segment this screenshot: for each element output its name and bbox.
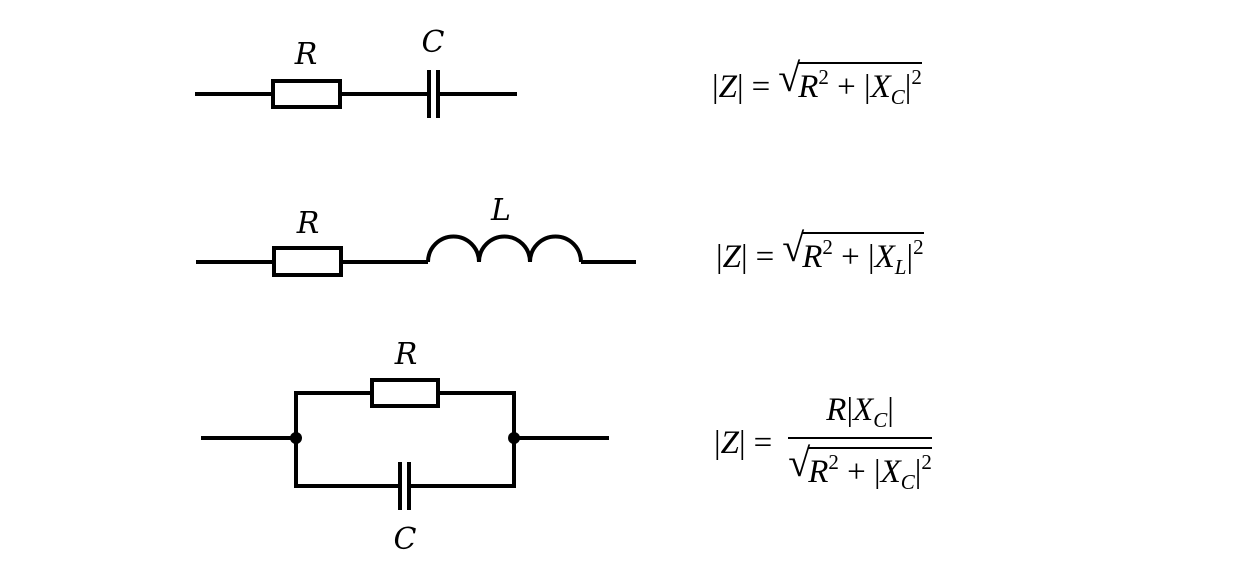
inductor-symbol	[426, 234, 583, 263]
fraction: R|XC|√R2 + |XC|2	[788, 394, 932, 493]
resistor-symbol	[370, 378, 440, 408]
impedance-formula-rc-series: |XZ|=√R2 + |XC|2	[712, 55, 922, 109]
equals-sign: =	[755, 239, 775, 275]
impedance-magnitude: |Z|	[714, 425, 746, 461]
square-root: √R2 + |XC|2	[778, 55, 922, 109]
capacitor-label: C	[422, 25, 445, 60]
inductor-label: L	[490, 193, 511, 228]
numerator: R|XC|	[788, 394, 932, 439]
impedance-formula-rl-series: |Z|=√R2 + |XL|2	[716, 225, 924, 279]
capacitor-label: C	[394, 522, 417, 557]
denominator: √R2 + |XC|2	[788, 439, 932, 493]
resistor-label: R	[394, 337, 418, 372]
equals-sign: =	[753, 425, 773, 461]
resistor-label: R	[296, 206, 320, 241]
junction-node	[290, 432, 302, 444]
rc-series-circuit	[195, 70, 517, 118]
resistor-symbol	[271, 79, 342, 109]
rl-series-circuit	[196, 234, 636, 277]
square-root: √R2 + |XC|2	[788, 440, 932, 494]
resistor-label: R	[294, 37, 318, 72]
rc-parallel-circuit	[201, 378, 609, 510]
equals-sign: =	[751, 69, 771, 105]
resistor-symbol	[272, 246, 343, 277]
impedance-magnitude: |Z|	[716, 239, 748, 275]
impedance-formula-rc-parallel: |Z|= R|XC|√R2 + |XC|2	[714, 394, 932, 493]
impedance-magnitude: |XZ|	[712, 69, 744, 105]
square-root: √R2 + |XL|2	[782, 225, 924, 279]
junction-node	[508, 432, 520, 444]
